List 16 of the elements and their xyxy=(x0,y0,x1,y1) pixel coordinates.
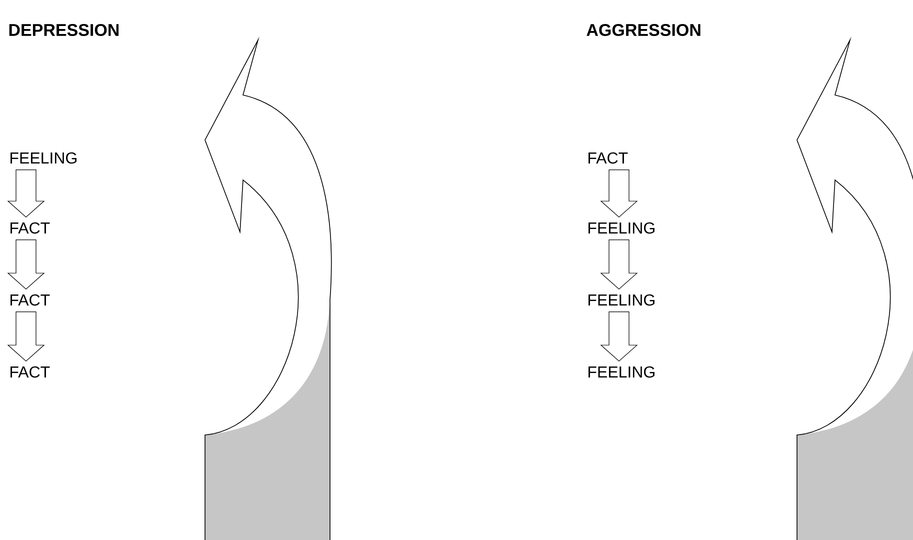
node-label: FACT xyxy=(10,222,50,234)
block-arrow xyxy=(600,170,638,218)
node-label: FACT xyxy=(588,152,628,164)
heading: AGGRESSION xyxy=(586,24,700,36)
node-label: FACT xyxy=(10,366,50,378)
node-label: FEELING xyxy=(588,366,654,378)
block-arrow xyxy=(7,170,45,218)
block-arrow xyxy=(600,312,638,362)
block-arrow xyxy=(600,240,638,290)
block-arrow xyxy=(7,240,45,290)
node-label: FEELING xyxy=(10,152,76,164)
node-label: FACT xyxy=(10,294,50,306)
heading: DEPRESSION xyxy=(9,24,119,36)
node-label: FEELING xyxy=(588,294,654,306)
node-label: FEELING xyxy=(588,222,654,234)
block-arrow xyxy=(7,312,45,362)
